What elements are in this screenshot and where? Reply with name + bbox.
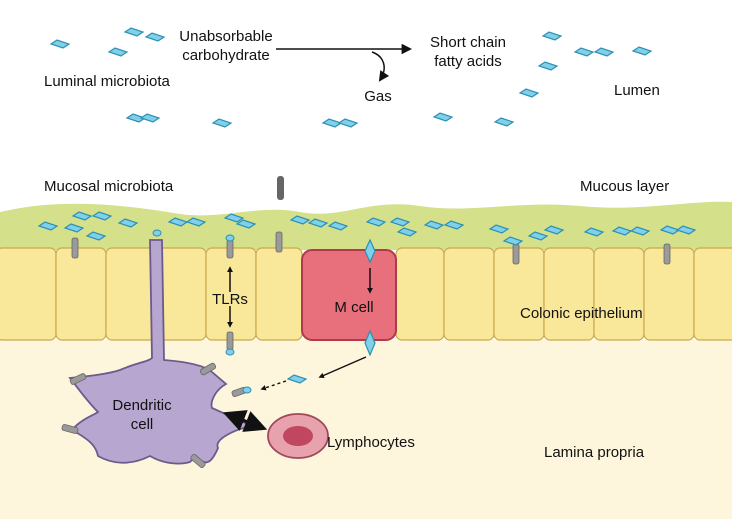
transcytosis-bacteria: [287, 238, 376, 384]
label-dendritic-2: cell: [131, 416, 154, 433]
tlr-receptors: [225, 234, 235, 356]
lymphocyte-nucleus: [283, 426, 313, 446]
apical-receptors: [71, 231, 671, 265]
mucous-layer: [0, 201, 732, 250]
mucin-marker: [277, 176, 284, 200]
label-gas: Gas: [364, 88, 392, 105]
label-dendritic-1: Dendritic: [112, 397, 172, 414]
label-unabsorbable-1: Unabsorbable: [179, 28, 272, 45]
label-scfa-1: Short chain: [430, 34, 506, 51]
label-colonic-epithelium: Colonic epithelium: [520, 305, 643, 322]
label-lamina-propria: Lamina propria: [544, 444, 645, 461]
uptake-arrow: [260, 380, 287, 391]
m-cell-exit-arrow: [318, 356, 367, 379]
label-scfa-2: fatty acids: [434, 53, 502, 70]
label-mucous-layer: Mucous layer: [580, 178, 669, 195]
dc-lymphocyte-arrow: [222, 410, 268, 432]
epithelium-row: [0, 247, 732, 341]
m-cell: [301, 249, 397, 341]
label-lymphocytes: Lymphocytes: [327, 434, 415, 451]
label-luminal-microbiota: Luminal microbiota: [44, 73, 171, 90]
label-lumen: Lumen: [614, 82, 660, 99]
gas-arrow: [371, 51, 390, 82]
label-tlrs: TLRs: [212, 291, 248, 308]
label-mucosal-microbiota: Mucosal microbiota: [44, 178, 174, 195]
label-unabsorbable-2: carbohydrate: [182, 47, 270, 64]
label-m-cell: M cell: [334, 299, 373, 316]
